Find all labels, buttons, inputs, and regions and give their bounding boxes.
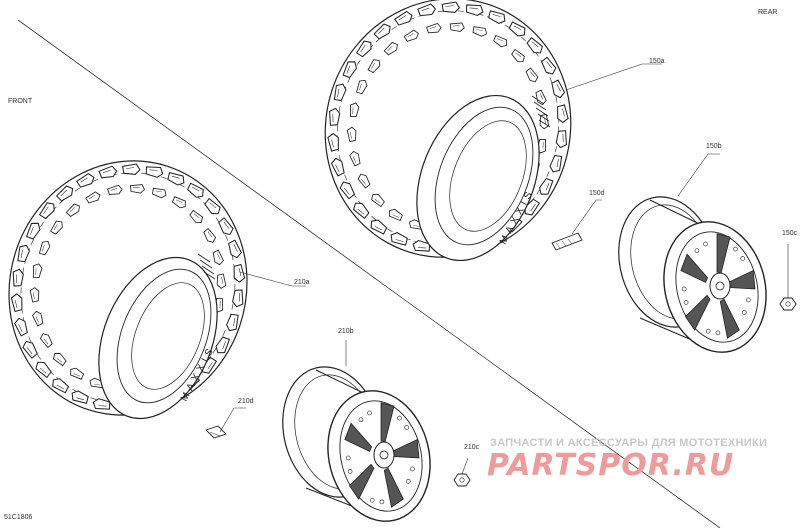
front-wheel-nut [453,473,471,487]
callout-210b: 210b [338,328,354,335]
callout-150a: 150a [649,58,665,65]
separator-line [17,19,721,528]
callout-150c: 150c [782,230,798,237]
watermark-logo: PARTSPOR.RU [487,448,735,483]
front-valve-stem [205,425,227,439]
rear-rim [618,196,767,353]
callout-150d: 150d [589,190,605,197]
watermark-text: ЗАПЧАСТИ И АКСЕССУАРЫ ДЛЯ МОТОТЕХНИКИ [490,437,768,449]
rear-tire: MAXXIS [324,0,572,262]
front-label: FRONT [8,98,33,105]
diagram-code: 51C1806 [4,514,33,521]
rear-valve-stem [551,232,583,251]
rear-label: REAR [758,9,778,16]
front-rim [282,366,431,522]
callout-150b: 150b [706,143,722,150]
front-tire: MAXXIS [8,160,248,420]
callout-210a: 210a [294,279,310,286]
rear-wheel-nut [779,297,797,311]
leader-lines [219,63,789,475]
callout-210d: 210d [238,398,254,405]
callout-210c: 210c [464,444,480,451]
